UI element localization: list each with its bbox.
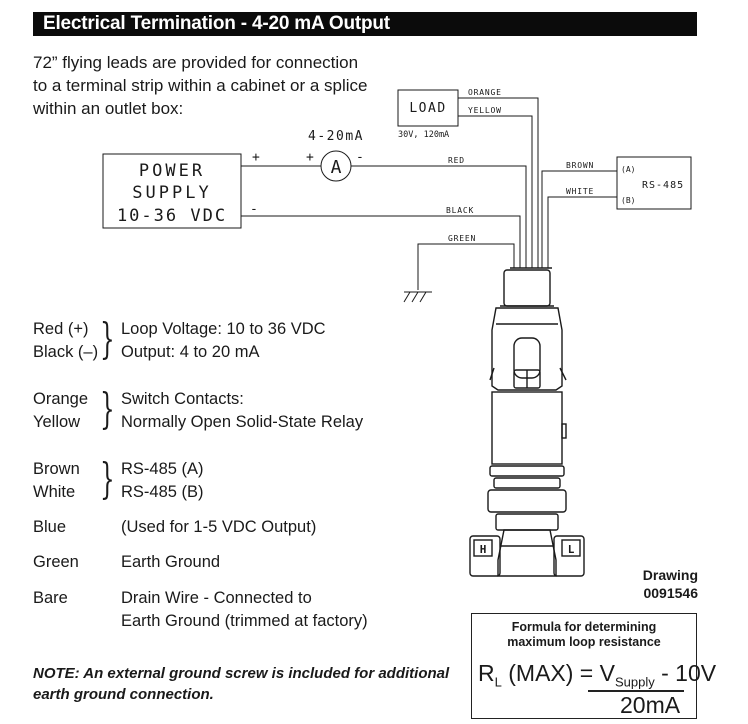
- legend-wire: Bare: [33, 589, 68, 607]
- legend-wire: Orange: [33, 390, 89, 408]
- meter-plus-label: +: [306, 150, 314, 165]
- legend-desc: Normally Open Solid-State Relay: [121, 413, 364, 431]
- formula-denominator: 20mA: [620, 692, 681, 718]
- wire-label-green: GREEN: [448, 234, 476, 243]
- ground-note: NOTE: An external ground screw is includ…: [33, 663, 453, 705]
- intro-line: within an outlet box:: [33, 99, 184, 118]
- section-title: Electrical Termination - 4-20 mA Output: [43, 13, 390, 34]
- legend-desc: Drain Wire - Connected to: [121, 589, 312, 607]
- power-supply-label: 10-36 VDC: [117, 206, 227, 226]
- formula-title: Formula for determining maximum loop res…: [472, 620, 696, 650]
- power-supply-label: POWER: [139, 161, 205, 181]
- orange-wire: [458, 97, 539, 268]
- load-box: [397, 89, 459, 127]
- intro-text: 72” flying leads are provided for connec…: [33, 51, 373, 120]
- power-minus-label: -: [250, 202, 258, 217]
- section-header: Electrical Termination - 4-20 mA Output: [33, 12, 697, 36]
- meter-label: 4-20mA: [308, 129, 364, 144]
- legend-desc: Earth Ground: [121, 553, 221, 571]
- wire-label-orange: ORANGE: [468, 88, 502, 97]
- power-supply-label: SUPPLY: [132, 183, 211, 203]
- formula-numerator-rest: - 10V: [654, 660, 717, 686]
- legend-desc: RS-485 (B): [121, 483, 204, 501]
- black-wire: [241, 215, 521, 268]
- formula-lhs-sub: L: [494, 674, 502, 690]
- legend-wire: Black (–): [33, 343, 99, 361]
- red-wire: [351, 165, 527, 268]
- wire-label-black: BLACK: [446, 206, 474, 215]
- intro-line: to a terminal strip within a cabinet or …: [33, 76, 368, 95]
- power-supply-box: [102, 153, 242, 229]
- legend-wire: Brown: [33, 460, 80, 478]
- formula-expression: RL (MAX) = VSupply - 10V: [478, 660, 716, 690]
- intro-line: 72” flying leads are provided for connec…: [33, 53, 359, 72]
- drawing-label: Drawing: [642, 567, 698, 583]
- drawing-id: 0091546: [643, 585, 698, 601]
- legend-desc: RS-485 (A): [121, 460, 204, 478]
- power-plus-label: +: [252, 150, 260, 165]
- rs485-a-label: (A): [621, 165, 635, 174]
- drawing-number: Drawing 0091546: [643, 566, 698, 602]
- port-h-label: H: [480, 543, 487, 556]
- load-label: LOAD: [409, 101, 446, 116]
- rs485-b-label: (B): [621, 196, 635, 205]
- formula-title-line: maximum loop resistance: [507, 635, 661, 649]
- yellow-wire: [458, 115, 533, 268]
- load-rating: 30V, 120mA: [398, 130, 449, 140]
- wire-label-brown: BROWN: [566, 161, 594, 170]
- brace-icon: }: [100, 314, 115, 363]
- white-wire: [547, 196, 617, 268]
- wire-label-white: WHITE: [566, 187, 594, 196]
- transmitter-body: [469, 267, 585, 577]
- brace-icon: }: [100, 384, 115, 433]
- formula-title-line: Formula for determining: [511, 620, 657, 634]
- earth-ground-icon: [403, 291, 432, 303]
- rs485-label: RS-485: [642, 180, 684, 191]
- legend-desc: Earth Ground (trimmed at factory): [121, 612, 368, 630]
- legend-desc: Loop Voltage: 10 to 36 VDC: [121, 320, 326, 338]
- legend-wire: Green: [33, 553, 79, 571]
- green-wire: [417, 243, 515, 290]
- legend-desc: Output: 4 to 20 mA: [121, 343, 260, 361]
- formula-box: Formula for determining maximum loop res…: [471, 613, 716, 719]
- legend-wire: Blue: [33, 518, 67, 536]
- wire-label-yellow: YELLOW: [468, 106, 502, 115]
- ammeter-symbol: A: [331, 157, 342, 178]
- rs485-box: [616, 156, 692, 210]
- brace-icon: }: [100, 454, 115, 503]
- legend-wire: White: [33, 483, 76, 501]
- formula-lhs-rest: (MAX) =: [501, 660, 600, 686]
- formula-lhs: R: [478, 660, 495, 686]
- legend-desc: (Used for 1-5 VDC Output): [121, 518, 317, 536]
- fraction-bar: [588, 690, 684, 692]
- brown-wire: [541, 170, 617, 268]
- formula-numerator-sub: Supply: [614, 674, 655, 690]
- legend-wire: Yellow: [33, 413, 81, 431]
- legend-wire: Red (+): [33, 320, 89, 338]
- note-line: earth ground connection.: [33, 686, 214, 703]
- legend-desc: Switch Contacts:: [121, 390, 244, 408]
- note-line: NOTE: An external ground screw is includ…: [33, 665, 450, 682]
- meter-minus-label: -: [356, 150, 364, 165]
- formula-numerator: V: [599, 660, 615, 686]
- port-l-label: L: [568, 543, 575, 556]
- wire-label-red: RED: [448, 156, 465, 165]
